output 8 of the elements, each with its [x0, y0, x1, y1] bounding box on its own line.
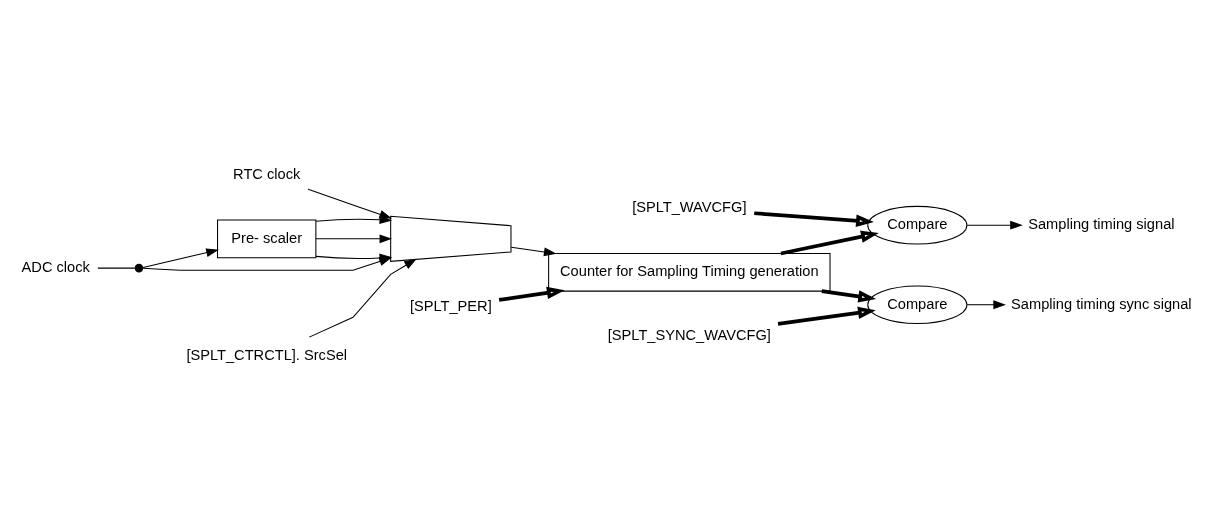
node-text: [SPLT_WAVCFG]	[632, 198, 747, 215]
node-text: ADC clock	[21, 258, 90, 275]
node-text: [SPLT_PER]	[409, 297, 492, 314]
node-text: Sampling timing signal	[1028, 215, 1175, 232]
node-text: RTC clock	[233, 165, 301, 182]
node-text: [SPLT_SYNC_WAVCFG]	[607, 326, 771, 343]
node-text: [SPLT_CTRCTL]. SrcSel	[186, 346, 348, 363]
node-text: Sampling timing sync signal	[1011, 295, 1192, 312]
